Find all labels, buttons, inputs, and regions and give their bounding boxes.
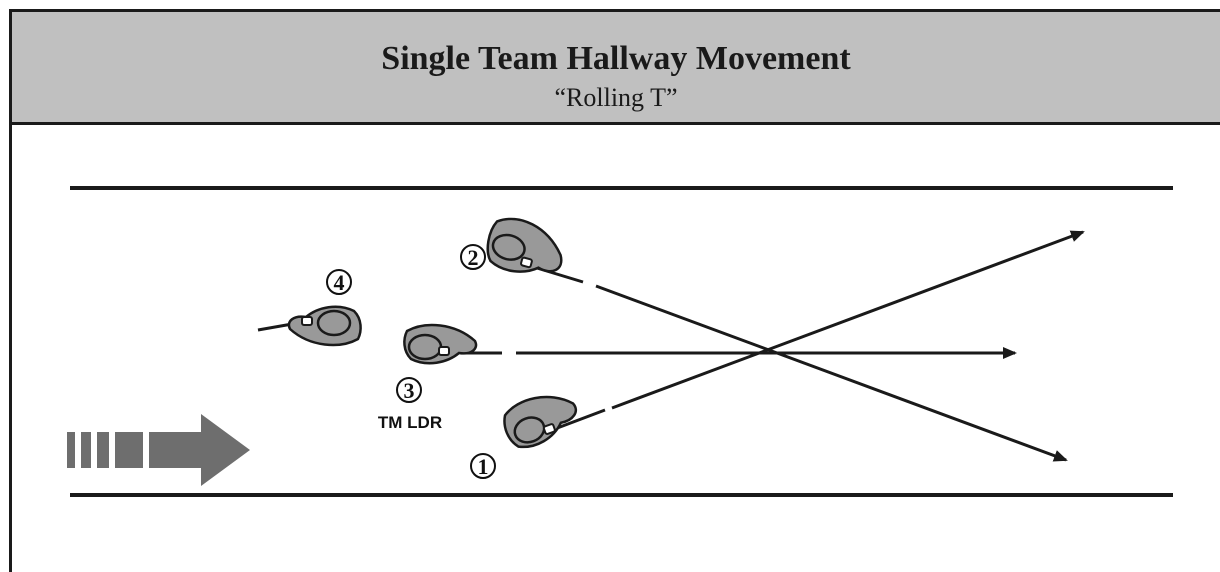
sector-line-2 [526, 263, 1068, 462]
dashed-arrow-right-icon [67, 414, 250, 486]
operator-2-badge: 2 [460, 244, 486, 270]
operator-3-icon [403, 323, 478, 365]
operator-4-badge: 4 [326, 269, 352, 295]
svg-text:4: 4 [334, 270, 345, 295]
svg-text:3: 3 [404, 378, 415, 403]
page-title: Single Team Hallway Movement [381, 40, 851, 77]
team-leader-label: TM LDR [378, 413, 442, 432]
frame-left-border [9, 125, 12, 572]
svg-text:2: 2 [468, 245, 479, 270]
header-banner: Single Team Hallway Movement “Rolling T” [9, 9, 1220, 125]
operator-1-badge: 1 [470, 453, 496, 479]
operator-1-icon [503, 395, 578, 449]
operator-2-icon [486, 217, 563, 273]
operator-4-icon [287, 305, 362, 347]
svg-text:1: 1 [478, 454, 489, 479]
page-subtitle: “Rolling T” [554, 83, 678, 112]
operator-3-badge: 3 [396, 377, 422, 403]
sector-line-1 [551, 230, 1085, 432]
